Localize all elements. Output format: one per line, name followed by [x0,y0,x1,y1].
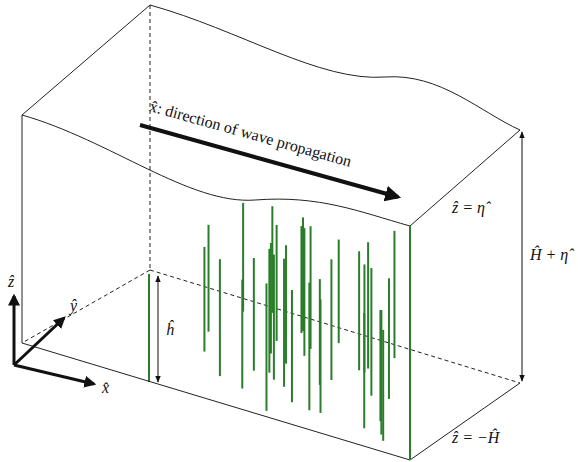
plant-stem [338,240,340,344]
plant-stem [276,225,278,341]
hidden-edge [150,5,151,270]
plant-stem [253,258,255,371]
axis-label: ŷ [70,296,77,315]
plant-stem [393,231,395,358]
plant-stem [380,310,382,435]
height-label: ĥ [166,320,174,339]
x-axis [14,365,94,384]
plant-stem [285,245,287,363]
surface-label: ẑ = η̂ [452,198,485,217]
hidden-edge [150,270,520,383]
box-edge [22,343,410,460]
z-axis [13,296,16,365]
plant-stem [268,249,270,373]
plant-stem [320,299,322,413]
vegetation-stems [149,203,394,441]
plant-stem [382,330,384,441]
plant-stem [388,278,390,399]
plant-stem [208,225,210,332]
depth-arrow [522,132,523,381]
plant-stem [219,259,221,376]
axis-label: x̂ [102,378,109,397]
axis-label: ẑ [8,272,14,291]
plant-stem [370,268,372,396]
plant-stem [300,226,302,333]
plant-stem [308,283,310,411]
plant-stem [367,242,369,368]
depth-label: Ĥ + η̂ [530,245,568,264]
box-edge [22,5,150,115]
hidden-edge [22,270,150,343]
plant-stem [148,274,150,382]
plant-stem [241,280,243,389]
propagation-label: x̂: direction of wave propagation [147,96,353,170]
plant-stem [330,259,332,380]
box-edge [22,115,23,343]
bottom-label: ẑ = −Ĥ [452,428,499,447]
edge-stem [409,226,411,460]
y-axis [14,318,64,365]
box-edge [410,383,520,460]
plant-stem [358,251,360,370]
plant-stem [363,264,365,372]
plant-stem [265,283,267,410]
height-arrow [158,276,159,382]
plant-stem [291,290,293,402]
box-edge [410,130,520,226]
plant-stem [271,206,273,313]
plant-stem [283,259,285,387]
plant-stem [203,247,205,352]
